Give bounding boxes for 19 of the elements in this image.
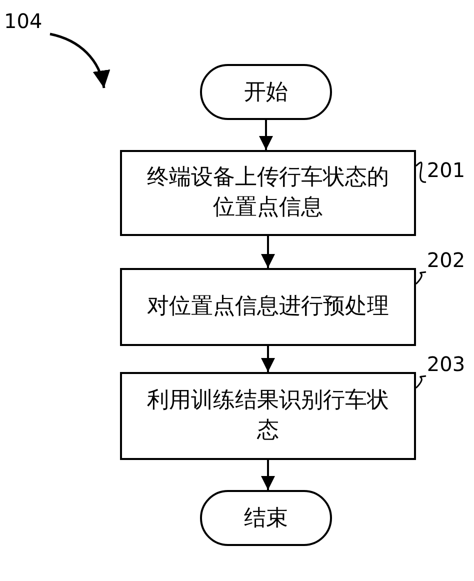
node-text: 201: [426, 157, 466, 184]
leader-line: [416, 162, 426, 183]
node-text: 对位置点信息进行预处理: [147, 293, 389, 322]
arrow: [261, 236, 275, 268]
arrow: [261, 460, 275, 490]
node-text: 利用训练结果识别行车状态: [146, 387, 390, 445]
node-text: 202: [426, 247, 466, 274]
leader-line: [415, 375, 426, 388]
node-text: 203: [426, 351, 466, 378]
node-text: 结束: [244, 504, 288, 532]
leader-line: [415, 271, 426, 284]
node-text: 开始: [244, 78, 288, 106]
process-box: [120, 372, 416, 460]
arrow: [259, 120, 273, 150]
figure-number: 104: [4, 8, 42, 35]
node-text: 终端设备上传行车状态的位置点信息: [146, 164, 390, 222]
process-box: [120, 268, 416, 346]
process-box: [120, 150, 416, 236]
arrow: [261, 346, 275, 372]
